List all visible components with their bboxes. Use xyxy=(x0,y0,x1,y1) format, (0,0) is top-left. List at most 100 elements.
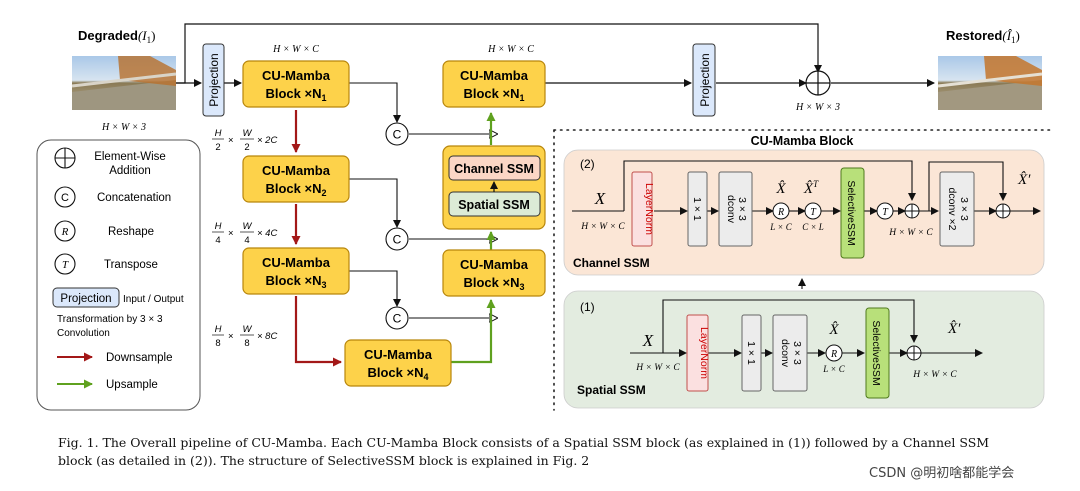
svg-text:Downsample: Downsample xyxy=(106,352,172,364)
svg-text:2: 2 xyxy=(244,142,249,153)
svg-text:× 2C: × 2C xyxy=(257,135,277,146)
ch-output-xprime: X̂′ xyxy=(1017,172,1031,188)
svg-text:4: 4 xyxy=(244,235,249,246)
downsample-arrow-3 xyxy=(294,296,342,367)
svg-text:CU-Mamba: CU-Mamba xyxy=(262,68,331,83)
output-projection: Projection xyxy=(692,43,716,117)
svg-text:Block ×N3: Block ×N3 xyxy=(463,275,524,292)
svg-text:Transformation by 3 × 3: Transformation by 3 × 3 xyxy=(57,314,163,325)
decoder-block-1: CU-Mamba Block ×N1 xyxy=(442,60,546,108)
ch-cl-dims: C × L xyxy=(802,222,824,232)
legend-reshape-icon xyxy=(54,220,76,242)
encoder-block-2: CU-Mamba Block ×N2 xyxy=(242,155,350,203)
ch-input-X: X xyxy=(594,189,606,208)
sp-input-X: X xyxy=(642,331,654,350)
svg-text:Block ×N1: Block ×N1 xyxy=(463,86,524,103)
svg-text:dconv ×2: dconv ×2 xyxy=(946,188,958,231)
svg-text:W: W xyxy=(243,324,253,335)
svg-text:R: R xyxy=(777,207,784,218)
svg-text:Projection: Projection xyxy=(698,53,712,106)
svg-text:C: C xyxy=(393,233,402,247)
level2-dims: H 2 × W 2 × 2C xyxy=(212,128,277,153)
svg-text:T: T xyxy=(810,207,817,218)
ch-xhat-T: X̂T xyxy=(803,179,819,197)
svg-text:Block ×N4: Block ×N4 xyxy=(367,365,428,382)
sp-input-dims: H × W × C xyxy=(635,363,680,373)
svg-text:CU-Mamba: CU-Mamba xyxy=(262,255,331,270)
svg-text:T: T xyxy=(62,259,69,271)
sp-skip xyxy=(662,299,918,353)
ch-input-dims: H × W × C xyxy=(580,222,625,232)
svg-text:C: C xyxy=(61,192,69,204)
svg-text:H: H xyxy=(215,221,222,232)
svg-text:Transpose: Transpose xyxy=(104,259,158,271)
svg-text:Reshape: Reshape xyxy=(108,226,154,238)
skip-level3 xyxy=(349,270,401,307)
svg-text:Projection: Projection xyxy=(207,53,221,106)
decoder-block-3: CU-Mamba Block ×N3 xyxy=(442,249,546,297)
svg-text:(2): (2) xyxy=(580,157,595,171)
ch-layernorm: LayerNorm xyxy=(631,171,655,247)
svg-text:3 × 3: 3 × 3 xyxy=(791,341,803,365)
svg-text:dconv: dconv xyxy=(725,195,737,224)
svg-text:1 × 1: 1 × 1 xyxy=(745,341,757,365)
svg-text:Upsample: Upsample xyxy=(106,379,158,391)
add-output-dims: H × W × 3 xyxy=(795,102,840,113)
svg-text:CU-Mamba: CU-Mamba xyxy=(460,68,529,83)
svg-text:1 × 1: 1 × 1 xyxy=(691,197,703,221)
svg-text:8: 8 xyxy=(244,338,249,349)
ch-conv1x1: 1 × 1 xyxy=(687,171,708,247)
svg-text:H: H xyxy=(215,324,222,335)
svg-text:W: W xyxy=(243,128,253,139)
svg-text:Addition: Addition xyxy=(109,165,151,177)
legend: Element-Wise Addition C Concatenation R … xyxy=(36,139,201,411)
svg-text:2: 2 xyxy=(215,142,220,153)
ch-transpose-node-2 xyxy=(876,202,894,220)
ch-skip-1 xyxy=(623,160,916,211)
svg-text:SelectiveSSM: SelectiveSSM xyxy=(870,320,882,385)
svg-text:Block ×N1: Block ×N1 xyxy=(265,86,326,103)
ch-add-node-1 xyxy=(904,203,920,219)
svg-text:×: × xyxy=(228,331,234,342)
concat-node-3: C xyxy=(385,306,409,330)
level3-dims: H 4 × W 4 × 4C xyxy=(212,221,277,246)
svg-text:× 4C: × 4C xyxy=(257,228,277,239)
caption-line-2: block (as detailed in (2)). The structur… xyxy=(58,453,590,468)
watermark: CSDN @明初啥都能学会 xyxy=(869,466,1015,481)
svg-text:8: 8 xyxy=(215,338,220,349)
element-wise-addition-node xyxy=(805,70,831,96)
restored-image xyxy=(937,56,1043,110)
ch-xhat: X̂ xyxy=(775,181,786,197)
skip-level2 xyxy=(349,178,401,228)
svg-text:3 × 3: 3 × 3 xyxy=(958,197,970,221)
sp-output-xprime: X̂′ xyxy=(947,321,961,337)
ch-transpose-node-1 xyxy=(804,202,822,220)
sp-selective-ssm: SelectiveSSM xyxy=(865,307,890,399)
svg-text:×: × xyxy=(228,228,234,239)
svg-text:Convolution: Convolution xyxy=(57,328,110,339)
svg-text:Input / Output: Input / Output xyxy=(123,294,184,305)
ssm-stack: Channel SSM Spatial SSM xyxy=(442,145,546,230)
ch-selective-ssm: SelectiveSSM xyxy=(840,167,865,259)
svg-text:Channel SSM: Channel SSM xyxy=(573,256,650,270)
legend-projection-icon xyxy=(52,287,120,308)
ch-add-node-2 xyxy=(995,203,1011,219)
input-label: Degraded(I1) xyxy=(78,28,155,45)
input-dims: H × W × 3 xyxy=(101,122,146,133)
output-label: Restored(Î1) xyxy=(946,28,1020,45)
svg-text:(1): (1) xyxy=(580,300,595,314)
ssm-stack-spatial: Spatial SSM xyxy=(458,198,530,212)
ch-dconv3x3-x2: 3 × 3 dconv ×2 xyxy=(939,171,975,247)
sp-xhat: X̂ xyxy=(828,322,839,338)
level1-dims: H × W × C xyxy=(272,44,319,55)
legend-add-icon xyxy=(54,147,76,169)
ch-dconv3x3: 3 × 3 dconv xyxy=(718,171,753,247)
svg-text:Concatenation: Concatenation xyxy=(97,192,171,204)
svg-text:Element-Wise: Element-Wise xyxy=(94,151,166,163)
svg-text:× 8C: × 8C xyxy=(257,331,277,342)
svg-text:CU-Mamba: CU-Mamba xyxy=(364,347,433,362)
ch-mid-dims: H × W × C xyxy=(888,228,933,238)
ch-reshape-node xyxy=(772,202,790,220)
ch-lc-dims: L × C xyxy=(769,222,792,232)
